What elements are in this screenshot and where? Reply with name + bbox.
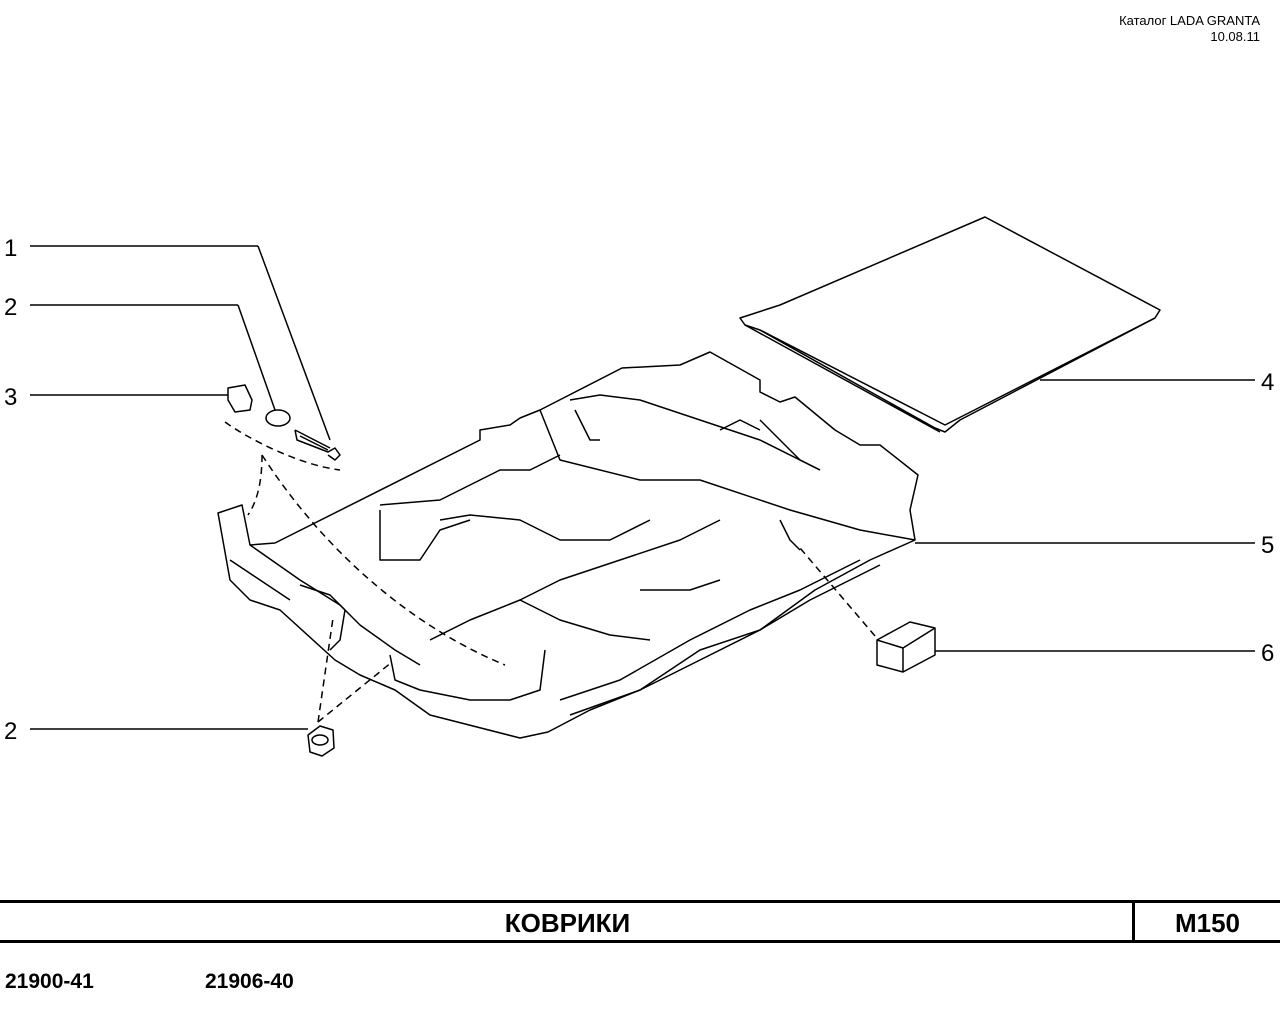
trunk-mat xyxy=(739,216,1161,433)
screw-part xyxy=(294,429,341,461)
model-code-2: 21906-40 xyxy=(205,970,294,993)
callout-3: 3 xyxy=(4,384,17,411)
model-code-1: 21900-41 xyxy=(5,970,94,993)
parts-diagram: 1 2 3 2 4 5 6 xyxy=(4,216,1274,757)
catalog-date: 10.08.11 xyxy=(1210,29,1260,44)
block-part xyxy=(876,621,936,673)
callout-6: 6 xyxy=(1261,640,1274,667)
callout-4: 4 xyxy=(1261,369,1274,396)
page-title: КОВРИКИ xyxy=(504,908,631,938)
floor-carpet xyxy=(217,351,919,739)
callout-1: 1 xyxy=(4,235,17,262)
callout-2-lower: 2 xyxy=(4,718,17,745)
footer-top-rule xyxy=(0,900,1280,903)
fastener-part xyxy=(307,725,335,757)
catalog-title: Каталог LADA GRANTA xyxy=(1119,13,1260,28)
footer-divider xyxy=(1132,903,1135,943)
catalog-header: Каталог LADA GRANTA 10.08.11 xyxy=(1119,13,1260,45)
clip-part xyxy=(227,384,253,413)
section-code: M150 xyxy=(1174,908,1241,938)
footer-bottom-rule xyxy=(0,940,1280,943)
washer-part xyxy=(265,409,291,427)
callout-5: 5 xyxy=(1261,532,1274,559)
callout-2-upper: 2 xyxy=(4,294,17,321)
